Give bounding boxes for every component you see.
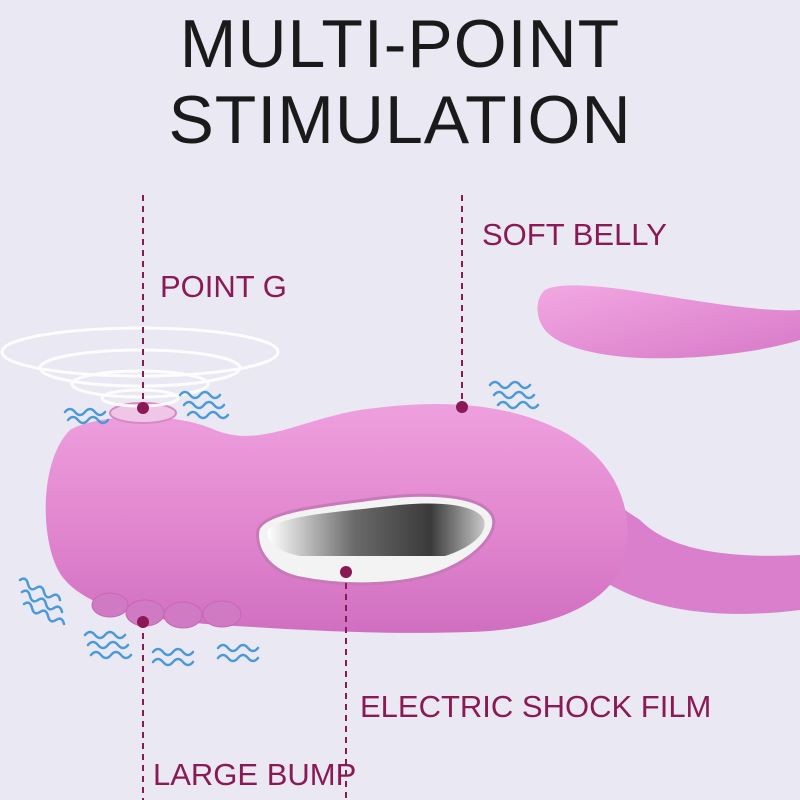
label-soft-belly: SOFT BELLY bbox=[482, 217, 667, 252]
large-bumps bbox=[91, 592, 242, 629]
dot-large-bump bbox=[137, 616, 149, 628]
vibration-rings bbox=[0, 326, 280, 408]
dot-point-g bbox=[137, 402, 149, 414]
title-line-1: MULTI-POINT bbox=[179, 6, 621, 82]
dot-soft-belly bbox=[456, 401, 468, 413]
label-point-g: POINT G bbox=[160, 269, 287, 304]
title-line-2: STIMULATION bbox=[168, 82, 632, 158]
label-large-bump: LARGE BUMP bbox=[153, 757, 357, 792]
marker-dots bbox=[137, 401, 468, 628]
vibration-marks bbox=[18, 380, 540, 667]
upper-arm bbox=[537, 285, 800, 359]
label-electric-shock-film: ELECTRIC SHOCK FILM bbox=[360, 689, 712, 724]
dot-electric-shock-film bbox=[340, 566, 352, 578]
leader-lines bbox=[142, 195, 463, 800]
